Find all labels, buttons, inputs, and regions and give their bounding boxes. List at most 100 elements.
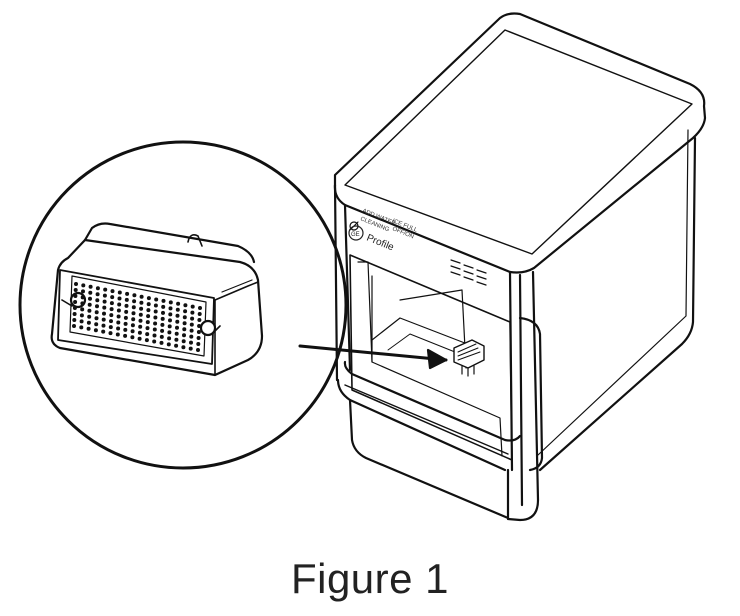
mesh-dot [101,323,106,328]
mesh-dot [168,306,173,311]
mesh-dot [175,319,180,324]
mesh-dot [197,318,202,322]
mesh-dot [73,300,78,304]
mesh-dot [182,327,187,332]
mesh-dot [189,340,193,345]
mesh-dot [153,321,158,326]
mesh-dot [88,296,92,301]
mesh-dot [80,295,85,300]
mesh-dot [108,331,113,336]
mesh-dot [196,342,201,346]
ice-maker-body [333,12,707,522]
mesh-dot [94,316,99,321]
mesh-dot [139,306,144,311]
mesh-dot [74,282,78,286]
mesh-dot [117,296,122,301]
mesh-dot [102,299,107,304]
mesh-dot [189,322,194,327]
mesh-dot [72,312,77,316]
mesh-dot [174,331,179,336]
mesh-dot [166,342,171,347]
mesh-dot [116,320,121,325]
mesh-dot [81,283,86,288]
mesh-dot [139,294,144,299]
callout-arrow [298,344,448,370]
mesh-dot [124,309,129,314]
mesh-dot [110,289,115,294]
mesh-dot [95,298,100,303]
ge-logo-icon [348,225,364,241]
mesh-dot [181,345,186,350]
mesh-dot [183,309,188,314]
mesh-dot [168,318,172,323]
mesh-dot [72,318,77,322]
water-filter-installed [453,339,485,377]
mesh-dot [182,315,187,320]
mesh-dot [80,307,85,312]
magnified-view-circle [18,140,348,470]
mesh-dot [72,324,76,328]
mesh-dot [79,325,84,330]
mesh-dot [130,323,135,328]
mesh-dot [109,319,113,324]
mesh-dot [109,301,114,306]
mesh-dot [117,290,122,295]
mesh-dot [88,290,93,295]
mesh-dot [102,293,107,298]
mesh-dot [79,313,84,318]
mesh-dot [81,289,85,294]
mesh-dot [168,300,173,305]
mesh-dot [183,303,188,308]
mesh-dot [109,313,114,318]
mesh-dot [116,326,121,331]
mesh-dot [109,307,114,312]
mesh-dot [197,312,202,316]
mesh-dot [95,304,99,309]
mesh-dot [123,315,128,320]
mesh-dot [88,284,93,289]
mesh-dot [124,297,129,302]
mesh-dot [175,313,180,318]
mesh-dot [159,334,164,339]
mesh-dot [138,324,143,329]
filter-mesh-dots [72,282,202,352]
mesh-dot [160,328,165,333]
mesh-dot [125,291,130,296]
mesh-dot [145,320,150,325]
mesh-dot [73,288,78,292]
mesh-dot [102,305,107,310]
mesh-dot [123,333,128,338]
mesh-dot [161,304,166,309]
ice-maker-illustration: ADD WATER ICE FULL CLEANING OFF/ON GE Pr… [18,12,707,522]
mesh-dot [94,310,99,315]
mesh-dot [153,303,158,308]
mesh-dot [160,316,165,321]
mesh-dot [167,336,172,341]
mesh-dot [132,293,137,298]
mesh-dot [123,321,128,326]
mesh-dot [86,320,91,325]
mesh-dot [124,303,129,308]
mesh-dot [190,304,195,309]
mesh-dot [79,319,84,324]
mesh-dot [101,317,106,322]
mesh-dot [161,298,166,303]
mesh-dot [101,329,106,334]
mesh-dot [95,292,100,297]
mesh-dot [175,325,179,330]
mesh-dot [160,322,165,327]
figure-caption: Figure 1 [290,555,450,602]
mesh-dot [103,287,108,292]
mesh-dot [146,302,151,307]
mesh-dot [189,328,194,333]
mesh-dot [72,306,77,310]
mesh-dot [73,294,78,298]
mesh-dot [196,336,201,340]
mesh-dot [95,286,100,291]
mesh-dot [182,333,186,338]
mesh-dot [189,334,194,339]
mesh-dot [110,295,115,300]
mesh-dot [137,330,142,335]
mesh-dot [93,328,98,333]
mesh-dot [138,318,143,323]
